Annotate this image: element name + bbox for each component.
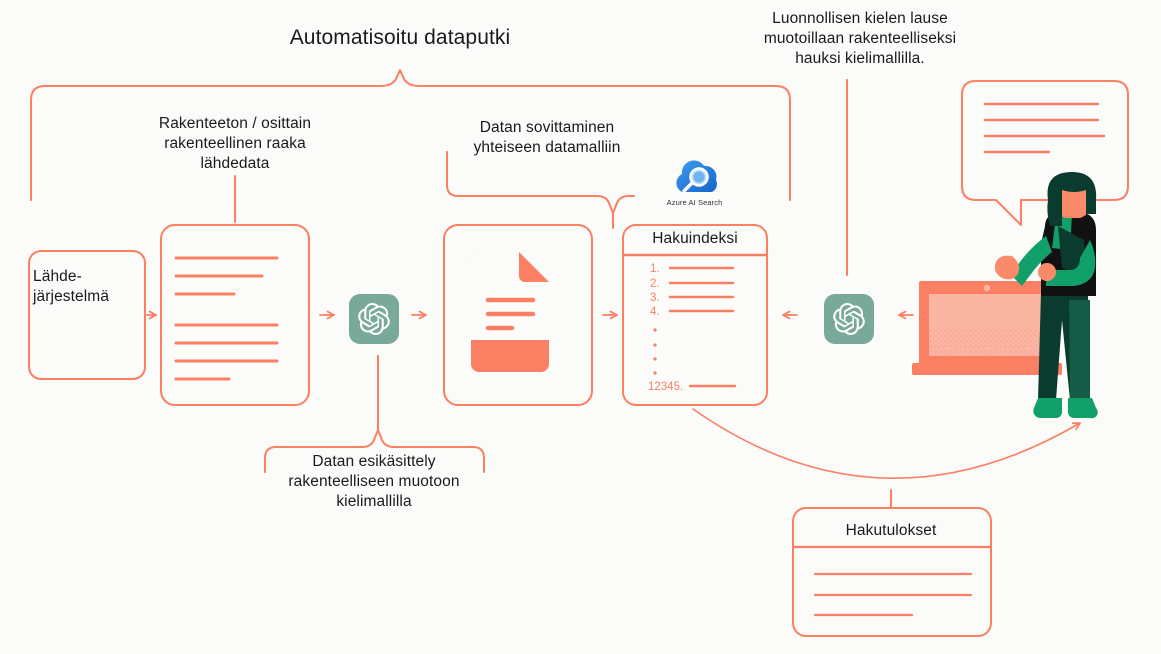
mapped-document-box [443,224,593,406]
data-mapping-brace [446,151,635,214]
svg-text:2.: 2. [650,278,660,290]
label-data-mapping: Datan sovittaminen yhteiseen datamalliin [473,119,621,157]
svg-text:4.: 4. [650,306,660,318]
page-title: Automatisoitu dataputki [289,26,511,49]
label-natural-language-query: Luonnollisen kielen lause muotoillaan ra… [763,10,957,68]
search-index-title: Hakuindeksi [652,230,738,247]
azure-ai-search-label: Azure AI Search [666,198,723,207]
openai-logo-query[interactable] [824,294,874,344]
openai-icon [358,303,390,335]
document-file-icon [471,252,549,372]
index-to-user-arrow [692,408,1081,479]
search-index-box [622,224,768,406]
openai-logo-preprocess[interactable] [349,294,399,344]
person-illustration [994,172,1098,419]
laptop-illustration [912,281,1062,375]
raw-data-box [160,224,310,406]
label-raw-source-data: Rakenteeton / osittain rakenteellinen ra… [158,115,312,173]
speech-bubble-outline [961,80,1129,226]
search-index-numbers: 1. 2. 3. 4. 12345. [648,263,683,393]
azure-ai-search-icon [676,160,717,193]
svg-text:3.: 3. [650,292,660,304]
svg-text:12345.: 12345. [648,381,683,393]
source-system-label: Lähde- järjestelmä [33,268,110,306]
search-results-title: Hakutulokset [845,522,937,539]
svg-text:1.: 1. [650,263,660,275]
label-preprocessing: Datan esikäsittely rakenteelliseen muoto… [288,453,460,511]
openai-icon [833,303,865,335]
